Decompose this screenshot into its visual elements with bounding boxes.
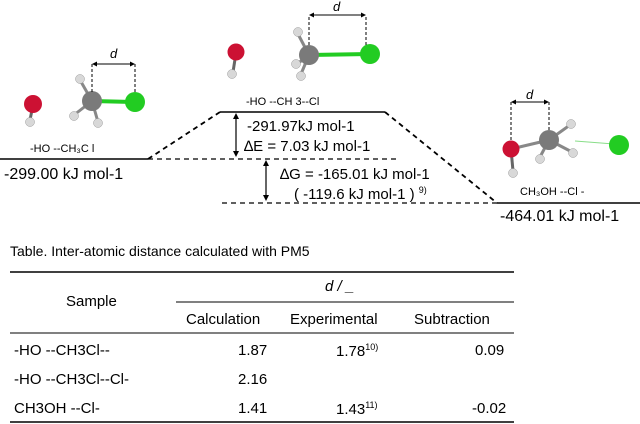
col-header-sample: Sample [66,293,117,310]
row3-calculation: 1.41 [238,400,268,417]
col-header-calculation: Calculation [186,311,261,328]
delta-e-arrowhead-up [233,113,239,119]
col-header-experimental: Experimental [290,311,378,328]
ts-to-product-connector [384,111,498,204]
product-energy: -464.01 kJ mol-1 [500,208,620,225]
row1-experimental: 1.7810) [336,342,379,360]
row1-experimental-value: 1.78 [336,343,366,360]
row3-experimental: 1.4311) [336,400,378,418]
delta-g-arrowhead-down [263,195,269,201]
reactant-d-label: d [110,46,118,61]
product-label: CH₃OH --Cl - [520,186,585,198]
delta-e-arrowhead-down [233,151,239,157]
transition-label: -HO --CH 3--Cl [246,96,320,108]
delta-g-experimental-text: ( -119.6 kJ mol-1 ) [294,186,415,203]
delta-g-value: ∆G = -165.01 kJ mol-1 [280,166,430,183]
table-caption: Table. Inter-atomic distance calculated … [10,243,310,259]
reactant-molecule [24,61,145,128]
delta-g-ref: 9) [418,185,427,195]
row3-sample: CH3OH --Cl- [14,400,100,417]
reactant-energy: -299.00 kJ mol-1 [4,166,124,183]
product-molecule [502,99,629,178]
reactant-label: -HO --CH₃C l [30,144,94,155]
delta-g-arrowhead-up [263,160,269,166]
transition-d-label: d [333,0,341,14]
col-group-header: d / _ [325,278,355,295]
col-header-subtraction: Subtraction [414,311,490,328]
row3-experimental-value: 1.43 [336,401,366,418]
row3-experimental-ref: 11) [365,400,378,410]
row1-experimental-ref: 10) [365,342,379,352]
product-d-label: d [526,87,534,102]
reactant-label-text: -HO --CH₃C l [30,143,95,155]
reactant-to-ts-connector [147,111,221,160]
row1-sample: -HO --CH3Cl-- [14,342,110,359]
row2-sample: -HO --CH3Cl--Cl- [14,371,129,388]
delta-g-experimental: ( -119.6 kJ mol-1 ) 9) [294,185,427,203]
row3-subtraction: -0.02 [472,400,507,417]
row1-calculation: 1.87 [238,342,268,359]
row1-subtraction: 0.09 [475,342,505,359]
row2-calculation: 2.16 [238,371,268,388]
transition-energy: -291.97kJ mol-1 [247,118,355,135]
delta-e-value: ∆E = 7.03 kJ mol-1 [244,138,371,155]
transition-molecule [227,12,380,81]
